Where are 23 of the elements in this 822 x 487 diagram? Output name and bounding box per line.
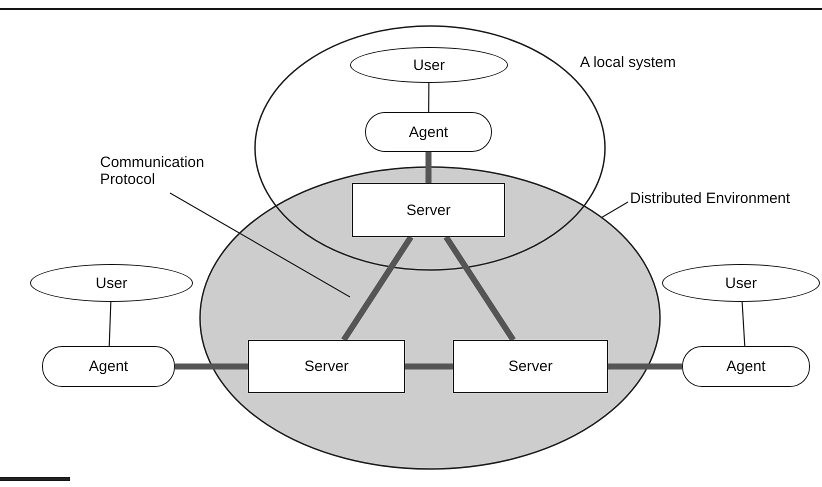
protocol-link	[175, 364, 248, 370]
user-oval: User	[30, 264, 193, 302]
protocol-link	[405, 364, 453, 370]
protocol-link	[341, 235, 414, 342]
server-box: Server	[453, 340, 608, 393]
callout-label: Distributed Environment	[630, 191, 820, 211]
user-oval: User	[662, 264, 820, 302]
leader-line	[601, 201, 628, 218]
leader-line	[170, 192, 350, 298]
server-box: Server	[248, 340, 405, 393]
agent-pill: Agent	[42, 346, 175, 387]
connector-line	[108, 302, 112, 346]
group-label: A local system	[580, 54, 676, 71]
protocol-link	[426, 152, 432, 183]
agent-pill: Agent	[365, 112, 492, 152]
callout-label: Communication Protocol	[100, 155, 230, 193]
server-box: Server	[352, 183, 505, 237]
connector-line	[428, 83, 430, 112]
user-oval: User	[350, 47, 508, 83]
protocol-link	[444, 235, 516, 342]
protocol-link	[608, 364, 682, 370]
agent-pill: Agent	[682, 346, 810, 387]
connector-line	[742, 302, 746, 346]
